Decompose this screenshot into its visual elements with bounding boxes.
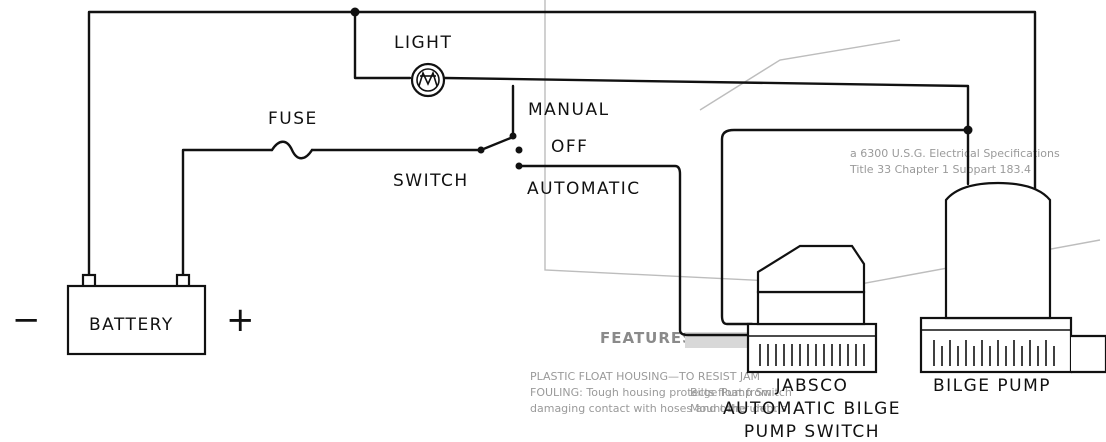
bleed-features-line-3: damaging contact with hoses and other de… bbox=[530, 402, 787, 415]
automatic-wire bbox=[517, 164, 752, 337]
positive-wire bbox=[181, 148, 274, 278]
manual-label: MANUAL bbox=[528, 100, 610, 120]
bleed-left-line-2: Mount the unit... bbox=[690, 402, 781, 415]
jabsco-label-line-1: JABSCO bbox=[775, 376, 849, 396]
light-label: LIGHT bbox=[394, 33, 452, 53]
battery-icon bbox=[66, 273, 207, 356]
bleed-photo-detail bbox=[699, 39, 901, 111]
fuse-label: FUSE bbox=[268, 109, 318, 129]
light-bulb-icon bbox=[410, 62, 446, 98]
jabsco-float-switch-icon bbox=[746, 244, 878, 374]
jabsco-label-line-2: AUTOMATIC BILGE bbox=[723, 399, 901, 419]
bilge-pump-label: BILGE PUMP bbox=[933, 376, 1051, 396]
automatic-label: AUTOMATIC bbox=[527, 179, 641, 199]
light-wire-right bbox=[443, 76, 970, 186]
switch-label: SWITCH bbox=[393, 171, 469, 191]
bilge-pump-icon bbox=[919, 181, 1106, 374]
battery-label: BATTERY bbox=[89, 315, 174, 335]
light-wire-left bbox=[353, 10, 412, 80]
positive-terminal-symbol: + bbox=[226, 300, 255, 340]
bleed-features-line-2: FOULING: Tough housing protects float fr… bbox=[530, 386, 772, 399]
bleed-spec-line-2: Title 33 Chapter 1 Subpart 183.4 bbox=[849, 163, 1031, 176]
fuse-icon bbox=[270, 140, 314, 160]
jabsco-label-line-3: PUMP SWITCH bbox=[744, 422, 880, 442]
negative-wire bbox=[87, 10, 1037, 278]
background-bleed-through: a 6300 U.S.G. Electrical Specifications … bbox=[530, 0, 1101, 415]
bleed-left-line-1: Bilge Pump Switch bbox=[690, 386, 792, 399]
bleed-spec-line-1: a 6300 U.S.G. Electrical Specifications bbox=[850, 147, 1060, 160]
selector-switch-icon bbox=[477, 132, 523, 170]
off-label: OFF bbox=[551, 137, 588, 157]
bleed-features-line-1: PLASTIC FLOAT HOUSING—TO RESIST JAM bbox=[530, 370, 760, 383]
float-switch-output-wire bbox=[720, 128, 970, 326]
negative-terminal-symbol: − bbox=[12, 300, 41, 340]
